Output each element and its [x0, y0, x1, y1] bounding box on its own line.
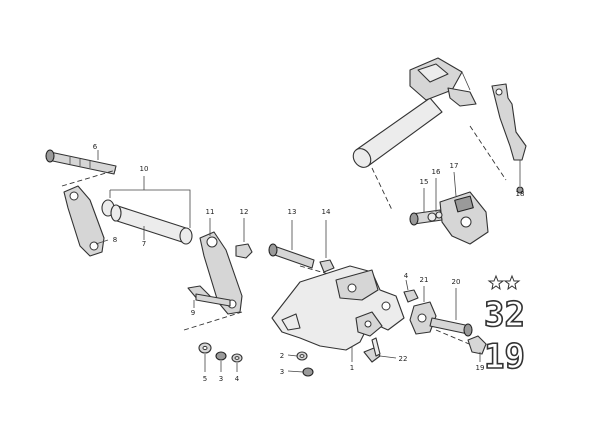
nut-4-right	[403, 279, 419, 303]
bolt-20	[429, 288, 473, 337]
nut-12	[235, 218, 253, 259]
callout-19: 19	[476, 364, 485, 372]
callout-6-top: 6	[93, 143, 98, 151]
badge-main-group: 32	[484, 295, 525, 335]
leader-8	[95, 239, 109, 245]
callout-2: 2	[280, 352, 284, 360]
guide-line-column	[371, 167, 393, 211]
callout-15: 15	[420, 178, 429, 186]
clamp-assembly	[409, 191, 489, 245]
callout-18: 18	[516, 190, 525, 198]
guide-line-lever	[469, 125, 507, 181]
callout-10: 10	[140, 165, 149, 173]
washer-group-center	[287, 351, 314, 377]
callout-14: 14	[322, 208, 331, 216]
badge-sub-group: 19	[484, 337, 525, 377]
callout-20: 20	[452, 278, 461, 286]
callout-12-left: 12	[240, 208, 249, 216]
guide-line-right	[435, 329, 475, 347]
pedal-lever	[491, 83, 527, 194]
callout-9: 9	[191, 309, 195, 317]
callout-3-left: 3	[219, 375, 223, 383]
callout-4-right: 4	[404, 272, 409, 280]
link-plate-8	[63, 185, 105, 257]
callout-3-center: 3	[280, 368, 284, 376]
steering-column-tube	[352, 57, 477, 168]
washer-group-left	[198, 342, 243, 372]
nut-14	[319, 220, 335, 273]
callout-4-left: 4	[235, 375, 240, 383]
callout-21: 21	[420, 276, 429, 284]
star-icon	[503, 274, 521, 291]
star-icon	[487, 274, 505, 291]
bolt-22	[363, 337, 397, 363]
guide-line-lower-left	[183, 311, 243, 331]
guide-line-bolt	[61, 169, 117, 187]
bolt-6	[45, 149, 117, 175]
group-badge: 32 19	[483, 274, 526, 378]
pedal-bracket	[271, 265, 405, 351]
callout-1: 1	[350, 364, 354, 372]
shaft-7	[101, 176, 193, 245]
bolt-9	[187, 285, 231, 308]
callout-17: 17	[450, 162, 459, 170]
leader-17	[453, 171, 457, 197]
callout-8: 8	[113, 236, 117, 244]
callout-22: 22	[399, 355, 408, 363]
callout-13: 13	[288, 208, 297, 216]
callout-11: 11	[206, 208, 215, 216]
callout-5: 5	[203, 375, 207, 383]
callout-7: 7	[142, 240, 146, 248]
callout-16: 16	[432, 168, 441, 176]
pin-19	[467, 335, 487, 362]
bolt-13	[268, 220, 315, 269]
